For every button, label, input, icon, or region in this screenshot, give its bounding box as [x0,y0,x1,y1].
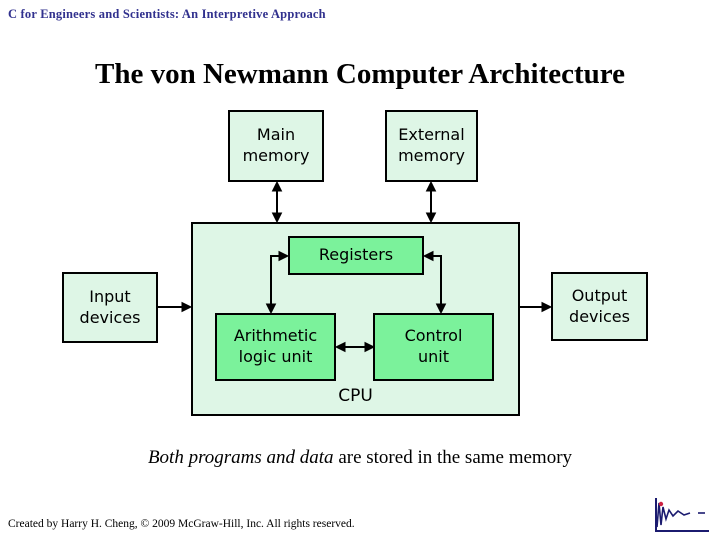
caption-italic-part: Both programs and data [147,447,334,468]
output-devices-box: Output devices [551,272,648,341]
publisher-chart-logo-icon [652,495,714,537]
external-memory-box: External memory [385,110,478,182]
registers-label: Registers [318,245,394,265]
output-devices-label: Output devices [569,285,630,326]
alu-label: Arithmetic logic unit [233,326,318,366]
caption-regular-part: are stored in the same memory [333,447,573,468]
page-title: The von Newmann Computer Architecture [94,58,626,90]
control-unit-label: Control unit [404,326,463,366]
arrow-cpu-output [520,301,553,313]
external-memory-label: External memory [398,125,465,165]
input-devices-label: Input devices [79,286,141,327]
cpu-label: CPU [338,386,373,406]
control-unit-box: Control unit [373,313,494,381]
book-title: C for Engineers and Scientists: An Inter… [8,7,326,21]
copyright-footer: Created by Harry H. Cheng, © 2009 McGraw… [8,518,355,530]
alu-box: Arithmetic logic unit [215,313,336,381]
input-devices-box: Input devices [62,272,158,343]
arrow-external-memory-cpu [425,180,437,224]
registers-box: Registers [288,236,424,275]
main-memory-label: Main memory [242,125,310,165]
main-memory-box: Main memory [228,110,324,182]
arrow-main-memory-cpu [271,180,283,224]
slide-caption: Both programs and data are stored in the… [0,447,720,469]
arrow-input-cpu [158,301,193,313]
